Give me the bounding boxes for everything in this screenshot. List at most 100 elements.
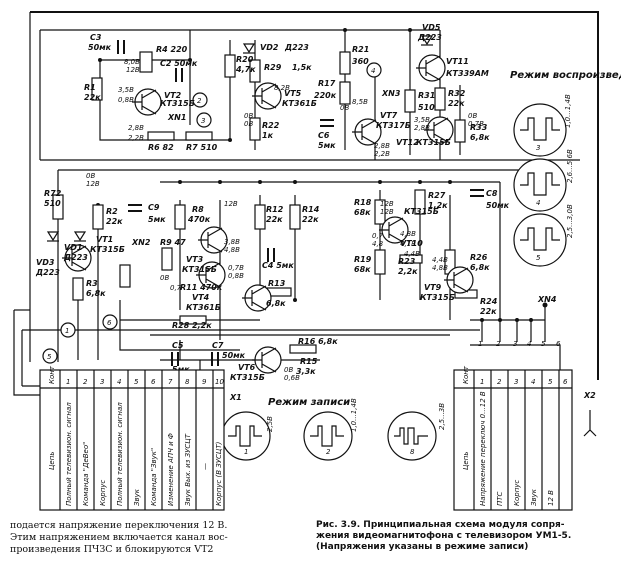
svg-text:1,0...1,4В: 1,0...1,4В xyxy=(564,94,572,128)
test-point-markers xyxy=(42,62,382,364)
playback-mode-title: Режим воспроизведения xyxy=(510,70,621,81)
label-C7-value: 50мк xyxy=(222,351,246,360)
label-C6: C6 xyxy=(318,131,330,140)
label-R23-value: 2,2к xyxy=(398,267,418,276)
svg-text:Полный телевизион. сигнал: Полный телевизион. сигнал xyxy=(65,402,73,506)
label-C6-value: 5мк xyxy=(318,141,336,150)
svg-text:5: 5 xyxy=(47,353,52,361)
label-VD2-type: Д223 xyxy=(284,43,309,52)
label-XN3: XN3 xyxy=(381,89,401,98)
x2-header-signal: Цепь xyxy=(462,452,470,470)
label-VT7-type: КТ317Б xyxy=(376,121,411,130)
svg-text:3: 3 xyxy=(536,144,540,152)
label-R13: R13 xyxy=(268,279,286,288)
label-X1: X1 xyxy=(229,393,242,402)
svg-text:3: 3 xyxy=(513,340,517,348)
label-VD2: VD2 xyxy=(260,43,279,52)
label-C8-value: 50мк xyxy=(486,201,510,210)
svg-text:0В: 0В xyxy=(244,112,253,120)
svg-text:12В: 12В xyxy=(224,200,238,208)
svg-text:5: 5 xyxy=(548,378,553,386)
label-R22: R22 xyxy=(262,121,280,130)
svg-text:1: 1 xyxy=(480,378,484,386)
svg-text:2: 2 xyxy=(496,340,501,348)
label-R8-value: 470к xyxy=(187,215,211,224)
label-R7: R7 510 xyxy=(186,143,218,152)
svg-text:5: 5 xyxy=(536,254,541,262)
label-R19-value: 68к xyxy=(354,265,371,274)
label-R32: R32 xyxy=(448,89,466,98)
label-R6: R6 82 xyxy=(148,143,174,152)
x1-connector-table: Конт Цепь 1 2 3 4 5 6 7 8 9 10 Полный те… xyxy=(39,365,225,511)
label-R14-value: 22к xyxy=(302,215,319,224)
label-R29: R29 xyxy=(264,63,282,72)
x2-connector-table: Конт Цепь 1 2 3 4 5 6 Напряжение переклю… xyxy=(453,365,597,511)
svg-text:4,1В: 4,1В xyxy=(400,240,416,248)
svg-text:4: 4 xyxy=(371,67,375,75)
svg-text:6: 6 xyxy=(556,340,561,348)
x2-header-pin: Конт xyxy=(462,365,470,384)
svg-text:2,8В: 2,8В xyxy=(414,124,430,132)
label-R12-value: 22к xyxy=(266,215,283,224)
svg-text:4,4В: 4,4В xyxy=(404,250,420,258)
svg-text:0,7В: 0,7В xyxy=(228,264,244,272)
label-C2: C2 50мк xyxy=(160,59,198,68)
label-VT4: VT4 xyxy=(192,293,210,302)
label-R20: R20 xyxy=(236,55,254,64)
svg-text:2,5...3,0В: 2,5...3,0В xyxy=(566,204,574,238)
svg-text:0,8В: 0,8В xyxy=(118,96,134,104)
label-R29-value: 1,5к xyxy=(292,63,312,72)
label-R18-value: 68к xyxy=(354,208,371,217)
label-VD1: VD1 xyxy=(64,243,82,252)
svg-text:8,5В: 8,5В xyxy=(352,98,368,106)
label-R12: R12 xyxy=(266,205,284,214)
label-VT11: VT11 xyxy=(446,57,469,66)
figure-caption: Рис. 3.9. Принципиальная схема модуля со… xyxy=(316,520,616,553)
label-R1-value: 22к xyxy=(84,93,101,102)
label-VD3: VD3 xyxy=(36,258,55,267)
svg-text:1: 1 xyxy=(65,327,69,335)
svg-text:3: 3 xyxy=(514,378,518,386)
svg-text:Команда "ДеВео": Команда "ДеВео" xyxy=(82,442,90,506)
label-R22-value: 1к xyxy=(262,131,274,140)
svg-text:4: 4 xyxy=(527,340,531,348)
svg-text:5: 5 xyxy=(541,340,546,348)
label-XN4: XN4 xyxy=(537,295,557,304)
svg-text:2,5В: 2,5В xyxy=(266,416,274,432)
svg-text:0,7: 0,7 xyxy=(372,232,384,240)
svg-text:8: 8 xyxy=(410,448,415,456)
svg-text:0В: 0В xyxy=(244,120,253,128)
svg-text:2,6...5,6В: 2,6...5,6В xyxy=(566,149,574,183)
svg-text:10: 10 xyxy=(215,378,224,386)
label-VD1-type: Д223 xyxy=(63,253,88,262)
label-C8: C8 xyxy=(486,189,498,198)
label-VD5: VD5 xyxy=(422,23,441,32)
svg-text:5: 5 xyxy=(134,378,139,386)
label-VT7: VT7 xyxy=(380,111,398,120)
label-R3: R3 xyxy=(86,279,98,288)
label-R26-value: 6,8к xyxy=(470,263,490,272)
label-R31-value: 510 xyxy=(418,103,435,112)
svg-text:3: 3 xyxy=(100,378,104,386)
label-VT10-type: КТ315Б xyxy=(404,207,439,216)
label-VT6: VT6 xyxy=(238,363,256,372)
svg-text:1: 1 xyxy=(244,448,248,456)
label-VT9-type: КТ315Б xyxy=(420,293,455,302)
body-text-line: подается напряжение переключения 12 В. xyxy=(10,520,228,531)
label-X2: X2 xyxy=(583,391,596,400)
record-waveforms: X1 Режим записи 1 2 8 2,5В 1,0...1,4В 2,… xyxy=(221,393,446,461)
svg-text:ПТС: ПТС xyxy=(496,491,504,506)
svg-text:2: 2 xyxy=(197,97,202,105)
label-R28: R28 2,2к xyxy=(172,321,212,330)
svg-text:2,8В: 2,8В xyxy=(128,124,144,132)
svg-text:Корпус (В ЗУСЦТ): Корпус (В ЗУСЦТ) xyxy=(215,441,223,506)
label-C7: C7 xyxy=(212,341,224,350)
svg-text:2: 2 xyxy=(83,378,88,386)
svg-text:4,8В: 4,8В xyxy=(224,246,240,254)
label-VT2-type: КТ315Б xyxy=(160,99,195,108)
svg-text:2: 2 xyxy=(326,448,331,456)
label-R72: R72 xyxy=(44,189,62,198)
svg-text:0В: 0В xyxy=(340,104,349,112)
svg-text:2,8В: 2,8В xyxy=(374,142,390,150)
test-point-numbers: 2 3 4 1 6 5 xyxy=(47,67,375,361)
